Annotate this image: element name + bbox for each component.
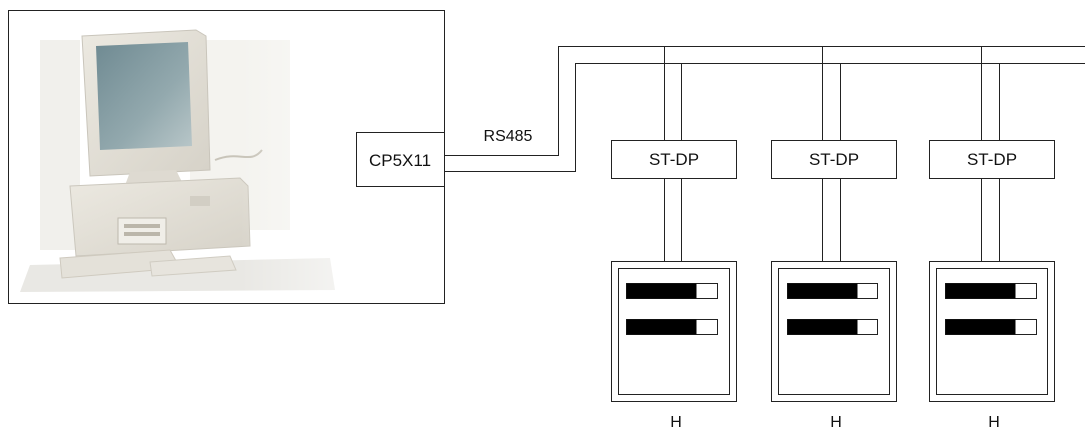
cabinet-label-2: H — [830, 414, 842, 431]
computer-picture — [20, 15, 440, 300]
cp5x11-label: CP5X11 — [369, 151, 431, 170]
st-dp-label-3: ST-DP — [967, 150, 1017, 169]
cabinet-1 — [611, 261, 737, 402]
cabinet-label-3: H — [988, 414, 1000, 431]
st-dp-module-3 — [929, 140, 1055, 179]
st-dp-label-1: ST-DP — [649, 150, 699, 169]
cp5x11-box — [356, 132, 445, 187]
cabinet-label-1: H — [670, 414, 682, 431]
cabinet-3 — [929, 261, 1055, 402]
st-dp-module-2 — [771, 140, 897, 179]
cabinet-2 — [771, 261, 897, 402]
rs485-bus — [445, 46, 1085, 172]
station-1: ST-DP H — [611, 46, 737, 431]
station-2: ST-DP H — [771, 46, 897, 431]
rs485-label: RS485 — [484, 128, 533, 145]
st-dp-label-2: ST-DP — [809, 150, 859, 169]
st-dp-module-1 — [611, 140, 737, 179]
station-3: ST-DP H — [929, 46, 1055, 431]
